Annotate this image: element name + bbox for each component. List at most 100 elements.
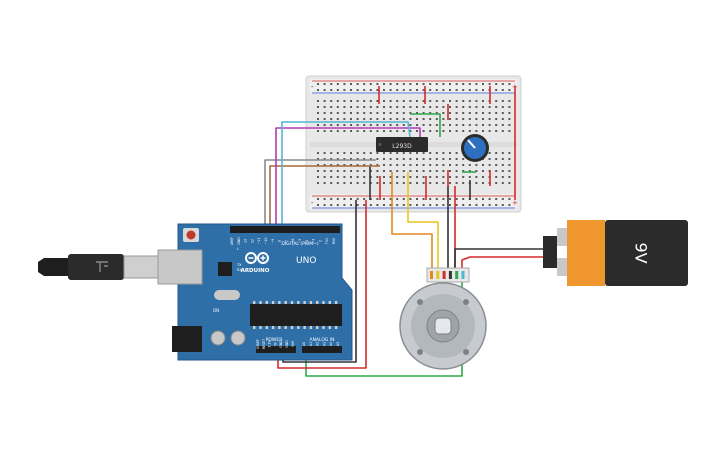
breadboard-hole[interactable] <box>396 152 399 154</box>
breadboard-hole[interactable] <box>488 83 491 85</box>
breadboard-hole[interactable] <box>495 100 498 102</box>
breadboard-hole[interactable] <box>409 130 412 132</box>
breadboard-hole[interactable] <box>455 83 458 85</box>
breadboard-hole[interactable] <box>416 164 418 166</box>
breadboard-hole[interactable] <box>455 158 458 160</box>
breadboard-hole[interactable] <box>396 176 399 178</box>
breadboard-hole[interactable] <box>482 182 484 184</box>
breadboard-hole[interactable] <box>376 118 379 120</box>
breadboard-hole[interactable] <box>323 89 326 91</box>
breadboard-hole[interactable] <box>323 124 326 126</box>
breadboard-hole[interactable] <box>495 198 498 200</box>
breadboard-hole[interactable] <box>350 198 352 200</box>
breadboard-hole[interactable] <box>416 198 418 200</box>
breadboard-hole[interactable] <box>449 89 451 91</box>
breadboard-hole[interactable] <box>462 176 465 178</box>
breadboard-hole[interactable] <box>402 100 405 102</box>
breadboard-hole[interactable] <box>435 124 438 126</box>
breadboard-hole[interactable] <box>356 83 359 85</box>
breadboard-hole[interactable] <box>455 100 458 102</box>
breadboard-hole[interactable] <box>389 158 392 160</box>
breadboard-hole[interactable] <box>449 83 451 85</box>
breadboard-hole[interactable] <box>449 112 451 114</box>
breadboard-hole[interactable] <box>488 124 491 126</box>
breadboard-hole[interactable] <box>422 118 425 120</box>
breadboard-hole[interactable] <box>402 164 405 166</box>
breadboard-hole[interactable] <box>468 89 471 91</box>
breadboard-hole[interactable] <box>376 204 379 206</box>
breadboard-hole[interactable] <box>455 130 458 132</box>
breadboard-hole[interactable] <box>396 100 399 102</box>
breadboard-hole[interactable] <box>449 100 451 102</box>
breadboard-hole[interactable] <box>383 83 385 85</box>
breadboard-hole[interactable] <box>350 182 352 184</box>
breadboard-hole[interactable] <box>363 182 366 184</box>
breadboard-hole[interactable] <box>482 112 484 114</box>
breadboard-hole[interactable] <box>435 204 438 206</box>
breadboard-hole[interactable] <box>330 112 333 114</box>
breadboard-hole[interactable] <box>495 106 498 108</box>
breadboard-hole[interactable] <box>455 170 458 172</box>
breadboard-hole[interactable] <box>389 89 392 91</box>
motor-connector-pin[interactable] <box>448 271 452 279</box>
breadboard-hole[interactable] <box>508 112 511 114</box>
breadboard-hole[interactable] <box>317 176 319 178</box>
breadboard-hole[interactable] <box>422 170 425 172</box>
breadboard-hole[interactable] <box>356 164 359 166</box>
breadboard-hole[interactable] <box>482 170 484 172</box>
breadboard-hole[interactable] <box>482 89 484 91</box>
breadboard-hole[interactable] <box>396 124 399 126</box>
breadboard-hole[interactable] <box>363 106 366 108</box>
breadboard-hole[interactable] <box>323 112 326 114</box>
dc-motor-encoder-icon[interactable] <box>399 267 487 370</box>
breadboard-hole[interactable] <box>482 164 484 166</box>
breadboard-hole[interactable] <box>317 130 319 132</box>
breadboard-hole[interactable] <box>363 152 366 154</box>
breadboard-hole[interactable] <box>462 89 465 91</box>
breadboard-hole[interactable] <box>317 118 319 120</box>
motor-connector-pin[interactable] <box>455 271 459 279</box>
breadboard-hole[interactable] <box>343 83 346 85</box>
breadboard-hole[interactable] <box>435 100 438 102</box>
breadboard-hole[interactable] <box>383 176 385 178</box>
breadboard-hole[interactable] <box>396 198 399 200</box>
breadboard-hole[interactable] <box>435 112 438 114</box>
breadboard-hole[interactable] <box>435 152 438 154</box>
breadboard-hole[interactable] <box>435 164 438 166</box>
l293d-chip[interactable]: L293D <box>376 137 428 152</box>
breadboard-hole[interactable] <box>330 130 333 132</box>
breadboard-hole[interactable] <box>422 130 425 132</box>
breadboard-hole[interactable] <box>336 158 339 160</box>
breadboard-hole[interactable] <box>462 83 465 85</box>
breadboard-hole[interactable] <box>396 158 399 160</box>
breadboard-hole[interactable] <box>435 118 438 120</box>
breadboard-hole[interactable] <box>449 198 451 200</box>
breadboard-hole[interactable] <box>396 89 399 91</box>
breadboard-hole[interactable] <box>343 176 346 178</box>
breadboard-hole[interactable] <box>323 182 326 184</box>
breadboard-hole[interactable] <box>402 176 405 178</box>
breadboard-hole[interactable] <box>455 112 458 114</box>
breadboard-hole[interactable] <box>482 106 484 108</box>
breadboard-hole[interactable] <box>501 182 504 184</box>
breadboard-hole[interactable] <box>383 106 385 108</box>
breadboard-hole[interactable] <box>442 130 445 132</box>
breadboard-hole[interactable] <box>356 158 359 160</box>
breadboard-hole[interactable] <box>350 118 352 120</box>
breadboard-hole[interactable] <box>389 182 392 184</box>
breadboard-hole[interactable] <box>468 83 471 85</box>
breadboard-hole[interactable] <box>383 198 385 200</box>
breadboard-hole[interactable] <box>330 164 333 166</box>
breadboard-hole[interactable] <box>475 164 478 166</box>
breadboard-hole[interactable] <box>409 158 412 160</box>
breadboard-hole[interactable] <box>369 100 372 102</box>
breadboard-hole[interactable] <box>435 182 438 184</box>
breadboard-hole[interactable] <box>350 106 352 108</box>
breadboard-hole[interactable] <box>402 170 405 172</box>
breadboard-hole[interactable] <box>317 124 319 126</box>
breadboard-hole[interactable] <box>323 158 326 160</box>
breadboard-hole[interactable] <box>409 182 412 184</box>
breadboard-hole[interactable] <box>376 158 379 160</box>
breadboard-hole[interactable] <box>389 124 392 126</box>
breadboard-hole[interactable] <box>376 152 379 154</box>
